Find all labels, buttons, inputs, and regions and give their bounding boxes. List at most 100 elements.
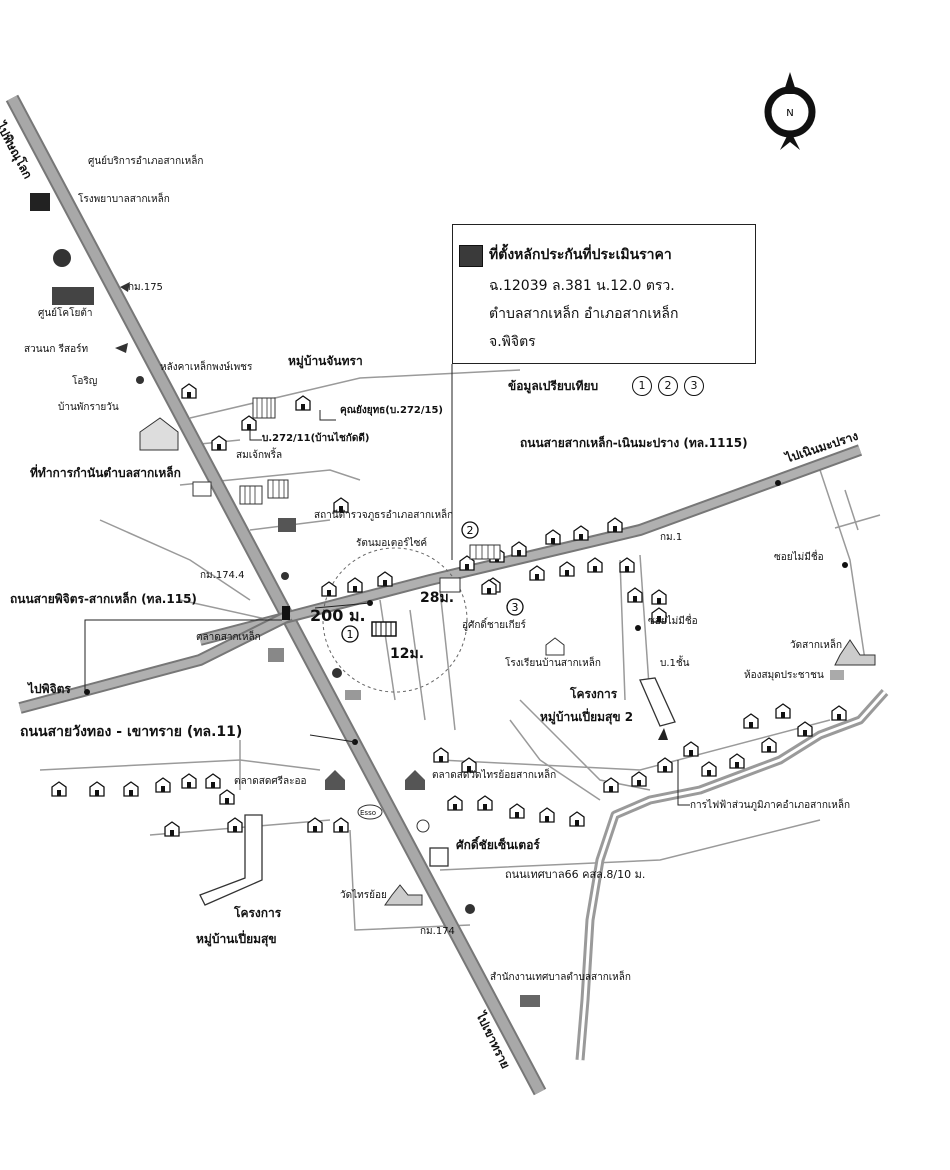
house-door-icon [579, 534, 583, 540]
place-library: ห้องสมุดประชาชน [744, 670, 824, 681]
house-door-icon [187, 392, 191, 398]
house-icon [559, 561, 575, 577]
place-electricity: การไฟฟ้าส่วนภูมิภาคอำเภอสากเหล็ก [690, 800, 851, 811]
label-to-phichit: ไปพิจิตร [28, 682, 71, 696]
house-door-icon [689, 750, 693, 756]
house-icon [295, 395, 311, 411]
house-door-icon [467, 766, 471, 772]
house-door-icon [633, 596, 637, 602]
comparison-marker-1: 1 [632, 376, 652, 396]
place-project-1b: หมู่บ้านเปี่ยมสุข 2 [540, 710, 634, 724]
house-icon [307, 817, 323, 833]
place-roofing: หลังคาเหล็กพงษ์เพชร [160, 362, 253, 373]
house-icon [729, 753, 745, 769]
house-door-icon [545, 816, 549, 822]
house-icon [683, 741, 699, 757]
house-icon [831, 705, 847, 721]
place-rattana-motor: รัตนมอเตอร์ไซค์ [356, 538, 428, 549]
house-icon [743, 713, 759, 729]
house-door-icon [637, 780, 641, 786]
compass-icon: N [764, 72, 816, 150]
place-project-2: โครงการ [234, 906, 282, 920]
place-sak-lek-market: ตลาดสากเหล็ก [196, 632, 261, 643]
label-municipal-66: ถนนเทศบาล66 คสล.8/10 ม. [505, 868, 646, 881]
house-door-icon [657, 616, 661, 622]
house-door-icon [225, 798, 229, 804]
search-radius-circle [322, 547, 468, 693]
house-door-icon [301, 404, 305, 410]
comparison-marker-3: 3 [684, 376, 704, 396]
house-door-icon [129, 790, 133, 796]
place-rest-house: บ้านพักรายวัน [58, 402, 119, 413]
house-door-icon [453, 804, 457, 810]
subject-parcel [371, 621, 397, 637]
house-door-icon [483, 804, 487, 810]
subject-parcel-marker [282, 606, 290, 620]
legend-box: ที่ตั้งหลักประกันที่ประเมินราคา ฉ.12039 … [452, 224, 756, 364]
place-municipal-office: สำนักงานเทศบาลตำบลสากเหล็ก [490, 972, 631, 983]
place-orchid: ศูนย์โคโยต้า [38, 308, 93, 319]
house-icon [321, 581, 337, 597]
house-icon [155, 777, 171, 793]
house-icon [631, 771, 647, 787]
place-house-272-11: บ.272/11(บ้านไชกัดดี) [262, 433, 370, 444]
house-door-icon [187, 782, 191, 788]
km-174: กม.174 [420, 926, 455, 937]
house-icon [545, 529, 561, 545]
landmark-icons [30, 193, 876, 1007]
house-icon [529, 565, 545, 581]
house-door-icon [657, 598, 661, 604]
house-door-icon [170, 830, 174, 836]
house-icon [587, 557, 603, 573]
road-1115 [198, 444, 863, 646]
place-project-2b: หมู่บ้านเปี่ยมสุข [196, 932, 277, 946]
house-door-icon [247, 424, 251, 430]
house-icon [181, 773, 197, 789]
house-icon [607, 517, 623, 533]
road-115 [18, 609, 293, 714]
label-road-115: ถนนสายพิจิตร-สากเหล็ก (ทล.115) [10, 592, 197, 606]
place-esso: Esso [360, 809, 376, 817]
house-door-icon [767, 746, 771, 752]
comparison-marker-2-map: 2 [461, 521, 479, 539]
place-district-office: ที่ทำการกำนันตำบลสากเหล็ก [30, 466, 181, 480]
svg-text:3: 3 [512, 601, 519, 614]
distance-200: 200 ม. [310, 606, 366, 625]
house-icon [573, 525, 589, 541]
distance-28: 28ม. [420, 590, 455, 606]
house-door-icon [515, 812, 519, 818]
place-police-station: สถานีตำรวจภูธรอำเภอสากเหล็ก [314, 510, 454, 521]
km-174-4: กม.174.4 [200, 570, 245, 581]
label-soi-1: ซอยไม่มีชื่อ [774, 552, 824, 563]
house-door-icon [593, 566, 597, 572]
place-house-1: บ.1ชั้น [660, 658, 690, 669]
place-village-chanthra: หมู่บ้านจันทรา [288, 354, 363, 368]
house-icon [761, 737, 777, 753]
house-icon [481, 579, 497, 595]
house-icon [651, 607, 667, 623]
place-fresh-market-1: ตลาดสดศรีละออ [234, 776, 307, 787]
house-door-icon [57, 790, 61, 796]
comparison-marker-2: 2 [658, 376, 678, 396]
svg-text:N: N [786, 108, 793, 119]
house-icon [333, 817, 349, 833]
legend-deed: ฉ.12039 ล.381 น.12.0 ตรว. [489, 278, 675, 294]
house-door-icon [575, 820, 579, 826]
comparison-label: ข้อมูลเปรียบเทียบ [508, 379, 599, 393]
house-icon [797, 721, 813, 737]
house-icon [701, 761, 717, 777]
house-door-icon [781, 712, 785, 718]
house-door-icon [339, 826, 343, 832]
house-door-icon [327, 590, 331, 596]
house-door-icon [439, 756, 443, 762]
place-fresh-market-2: ตลาดสดวัดไทรย้อยสากเหล็ก [432, 770, 557, 781]
place-ag-center: ศูนย์บริการอำเภอสากเหล็ก [88, 156, 204, 167]
legend-province: จ.พิจิตร [489, 334, 536, 350]
house-door-icon [517, 550, 521, 556]
house-door-icon [613, 526, 617, 532]
label-road-11: ถนนสายวังทอง - เขาทราย (ทล.11) [20, 724, 243, 740]
house-icon [205, 773, 221, 789]
house-door-icon [663, 766, 667, 772]
house-door-icon [487, 588, 491, 594]
label-soi-2: ซอยไม่มีชื่อ [648, 616, 698, 627]
